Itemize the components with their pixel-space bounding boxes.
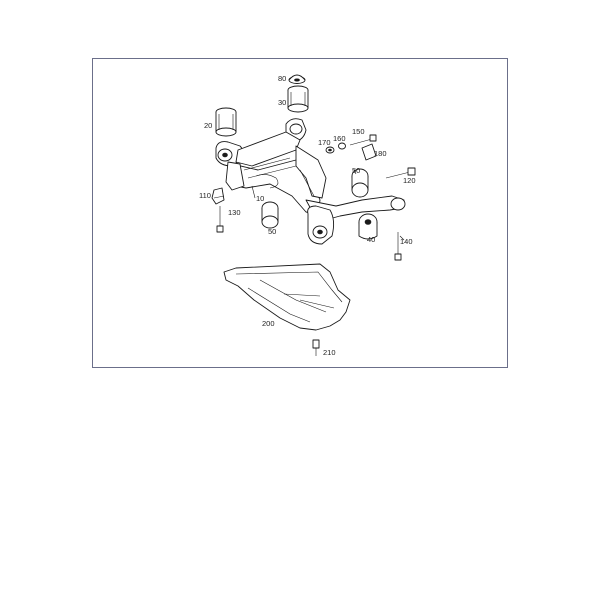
callout-170: 170 bbox=[318, 138, 331, 147]
part-40-bushing bbox=[358, 213, 378, 240]
callout-180: 180 bbox=[374, 149, 387, 158]
part-180-bracket bbox=[361, 143, 377, 161]
callout-80: 80 bbox=[278, 74, 286, 83]
callout-200: 200 bbox=[262, 319, 275, 328]
callout-110: 110 bbox=[199, 191, 211, 200]
part-80-cap bbox=[288, 74, 306, 84]
part-30-bushing bbox=[287, 85, 309, 113]
part-170-nut bbox=[325, 146, 335, 154]
part-210-clip bbox=[312, 339, 320, 356]
callout-40: 40 bbox=[367, 235, 375, 244]
callout-140: 140 bbox=[400, 237, 413, 246]
part-50-bushing-upper bbox=[351, 168, 369, 198]
callout-20: 20 bbox=[204, 121, 212, 130]
part-140-bolt bbox=[394, 232, 402, 261]
callout-30: 30 bbox=[278, 98, 286, 107]
part-130-bolt bbox=[216, 206, 224, 233]
leader-lines bbox=[213, 169, 405, 241]
callout-160: 160 bbox=[333, 134, 346, 143]
callout-210: 210 bbox=[323, 348, 336, 357]
callout-130: 130 bbox=[228, 208, 241, 217]
part-120-bolt bbox=[385, 167, 416, 179]
callout-labels: 80 30 20 170 160 150 180 50 120 110 10 1… bbox=[199, 74, 416, 357]
callout-120: 120 bbox=[403, 176, 416, 185]
part-200-shield bbox=[223, 263, 351, 331]
part-150-bolt bbox=[349, 134, 377, 146]
part-10-subframe bbox=[215, 118, 406, 245]
part-160-washer bbox=[338, 142, 346, 150]
callout-50-upper: 50 bbox=[352, 166, 360, 175]
callout-150: 150 bbox=[352, 127, 365, 136]
part-110-bracket bbox=[211, 187, 225, 205]
callout-50-lower: 50 bbox=[268, 227, 276, 236]
callout-10: 10 bbox=[256, 194, 264, 203]
part-50-bushing-lower bbox=[261, 201, 279, 229]
part-20-bushing bbox=[215, 107, 237, 137]
